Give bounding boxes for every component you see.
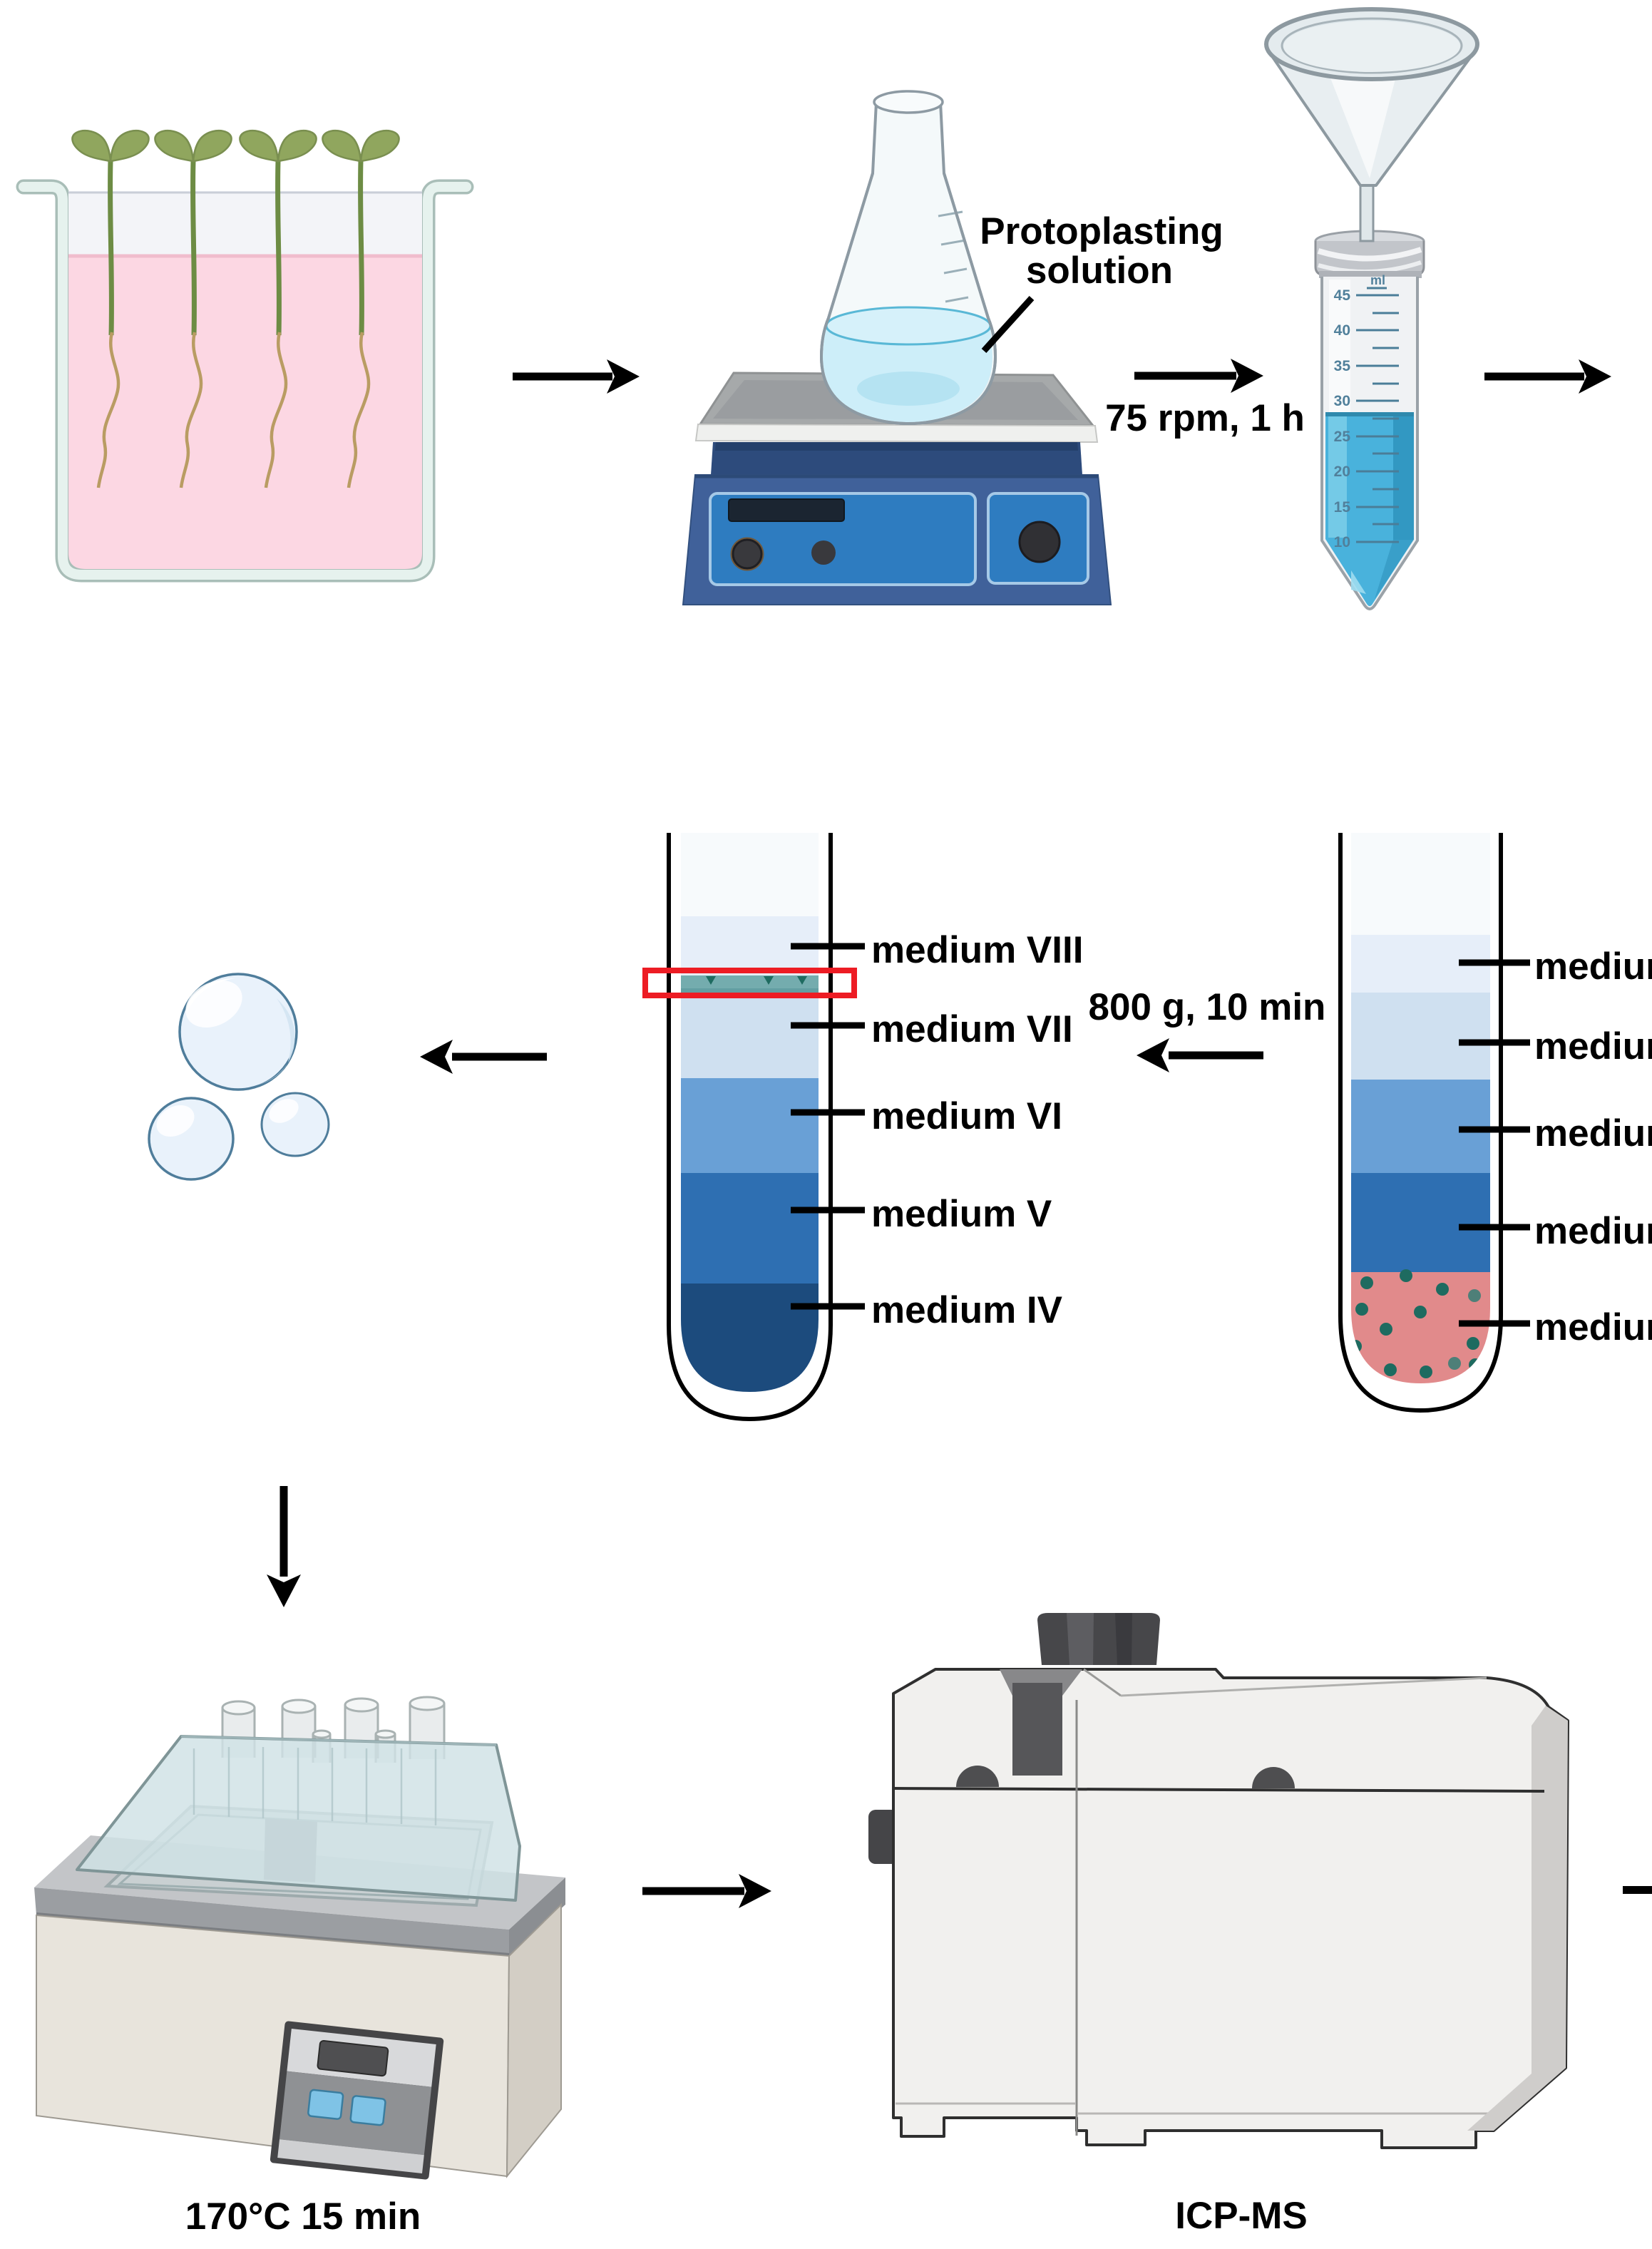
svg-text:medium IV: medium IV (1534, 1306, 1652, 1348)
svg-text:solution: solution (1026, 250, 1173, 292)
svg-text:75 rpm, 1 h: 75 rpm, 1 h (1105, 397, 1305, 439)
svg-text:ml: ml (1370, 273, 1385, 287)
svg-text:medium VIII: medium VIII (1534, 946, 1652, 988)
svg-text:medium V: medium V (1534, 1210, 1652, 1252)
svg-text:800 g, 10 min: 800 g, 10 min (1089, 986, 1326, 1028)
svg-text:35: 35 (1334, 358, 1351, 374)
svg-text:medium VI: medium VI (1534, 1112, 1652, 1154)
svg-text:20: 20 (1334, 463, 1350, 480)
svg-text:45: 45 (1334, 287, 1351, 304)
svg-text:medium VI: medium VI (871, 1095, 1062, 1137)
svg-text:10: 10 (1334, 534, 1350, 550)
svg-text:ICP-MS: ICP-MS (1175, 2195, 1308, 2237)
svg-text:40: 40 (1334, 322, 1350, 339)
svg-text:medium VII: medium VII (1534, 1025, 1652, 1067)
svg-text:15: 15 (1334, 499, 1351, 516)
svg-text:medium V: medium V (871, 1193, 1052, 1235)
svg-text:25: 25 (1334, 429, 1351, 445)
svg-text:medium IV: medium IV (871, 1289, 1062, 1331)
svg-text:medium VII: medium VII (871, 1008, 1073, 1050)
svg-text:170°C 15 min: 170°C 15 min (185, 2196, 421, 2238)
svg-text:30: 30 (1334, 393, 1350, 409)
svg-text:Protoplasting: Protoplasting (980, 210, 1223, 252)
svg-text:medium VIII: medium VIII (871, 929, 1083, 971)
